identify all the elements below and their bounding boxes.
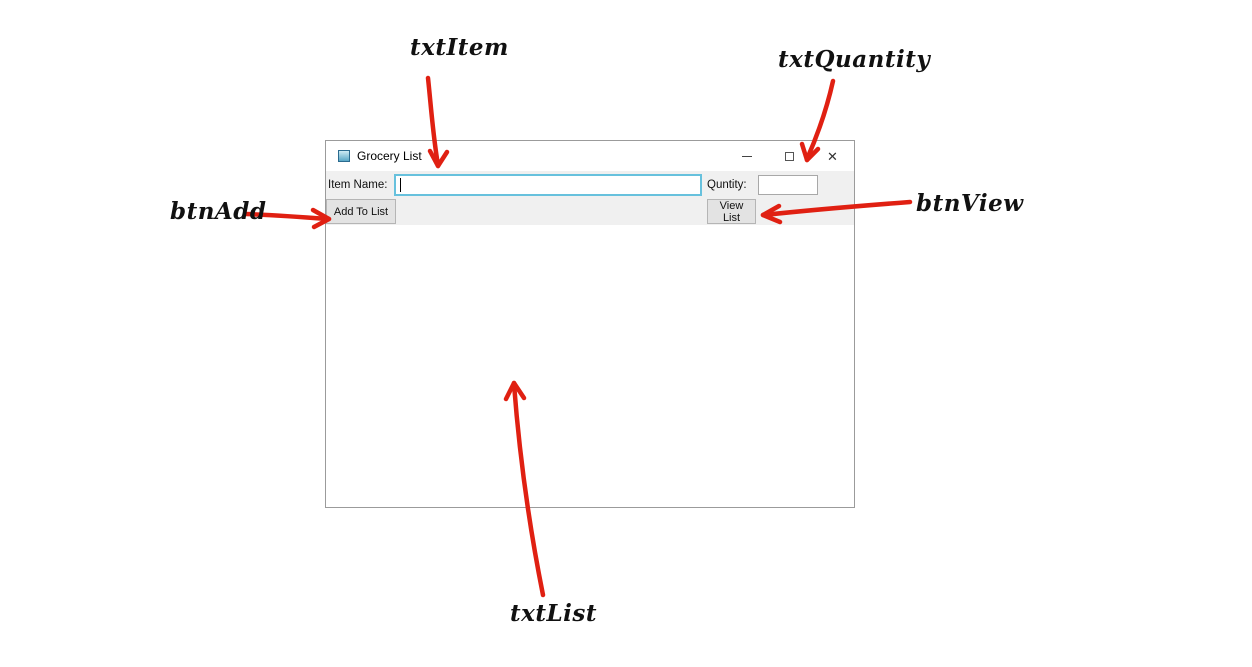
item-name-label: Item Name: [328,179,388,191]
annotation-btnview: btnView [916,190,1024,217]
text-caret [400,178,401,192]
button-row: Add To List View List [326,199,854,225]
minimize-icon [741,155,752,157]
annotation-txtlist: txtList [510,600,597,627]
window-controls: ✕ [725,141,854,171]
annotation-btnadd: btnAdd [170,198,267,225]
add-to-list-button[interactable]: Add To List [326,199,396,224]
maximize-icon [785,151,794,161]
quantity-input[interactable] [758,175,818,195]
close-icon: ✕ [827,148,838,164]
list-textbox[interactable] [326,225,854,507]
item-name-input[interactable] [394,174,702,196]
input-row: Item Name: Quntity: [326,171,854,199]
minimize-button[interactable] [725,141,768,171]
app-window: Grocery List ✕ Item Name: Quntity: Add [325,140,855,508]
quantity-label: Quntity: [707,179,747,191]
app-icon [338,150,350,162]
maximize-button[interactable] [768,141,811,171]
window-title: Grocery List [357,149,422,163]
title-bar[interactable]: Grocery List ✕ [326,141,854,171]
annotation-txtitem: txtItem [410,34,509,61]
close-button[interactable]: ✕ [811,141,854,171]
view-list-button[interactable]: View List [707,199,756,224]
annotation-txtquantity: txtQuantity [778,46,931,73]
